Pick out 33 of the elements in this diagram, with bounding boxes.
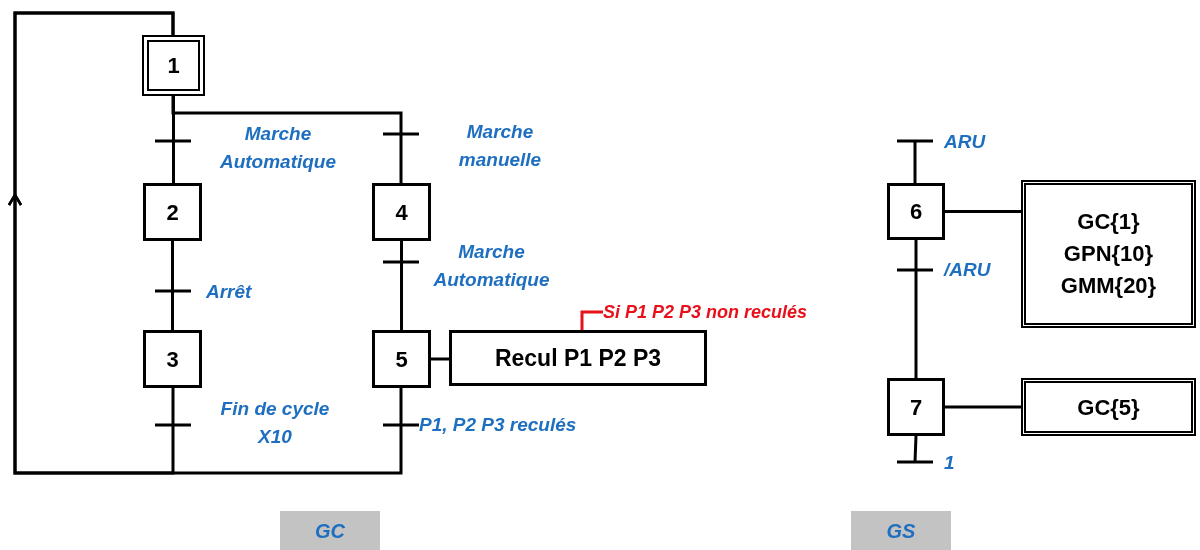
link-with-transition <box>171 96 419 183</box>
link-line <box>945 405 1021 409</box>
link-with-transition <box>897 240 933 378</box>
grafcet-name-band: GS <box>851 511 951 550</box>
step-box: 7 <box>887 378 945 436</box>
link-line <box>580 310 603 330</box>
action-box: Recul P1 P2 P3 <box>449 330 707 386</box>
transition-label: P1, P2 P3 reculés <box>419 413 578 437</box>
transition-label: 1 <box>944 451 956 475</box>
transition-label: Marche Automatique <box>432 240 551 292</box>
link-line <box>431 357 449 361</box>
step-box: 5 <box>372 330 431 388</box>
step-box: 6 <box>887 183 945 240</box>
step-box: 4 <box>372 183 431 241</box>
link-line <box>945 210 1021 213</box>
transition-label: Marche manuelle <box>457 120 543 172</box>
step-box: 3 <box>143 330 202 388</box>
initial-step-box: 1 <box>142 35 205 96</box>
link-with-transition <box>155 241 191 330</box>
forcing-order-box: GC{5} <box>1021 378 1196 436</box>
step-box: 2 <box>143 183 202 241</box>
link-with-transition <box>383 241 419 330</box>
forcing-order-box: GC{1} GPN{10} GMM{20} <box>1021 180 1196 328</box>
transition-label: Marche Automatique <box>218 122 338 174</box>
transition-label: Arrêt <box>206 280 253 304</box>
transition-link <box>897 435 933 464</box>
transition-link <box>897 139 933 183</box>
link-with-transition <box>7 11 419 475</box>
transition-label: /ARU <box>944 258 992 282</box>
condition-text: Si P1 P2 P3 non reculés <box>603 300 865 324</box>
transition-label: ARU <box>944 130 987 154</box>
grafcet-name-band: GC <box>280 511 380 550</box>
transition-label: Fin de cycle X10 <box>219 397 331 449</box>
